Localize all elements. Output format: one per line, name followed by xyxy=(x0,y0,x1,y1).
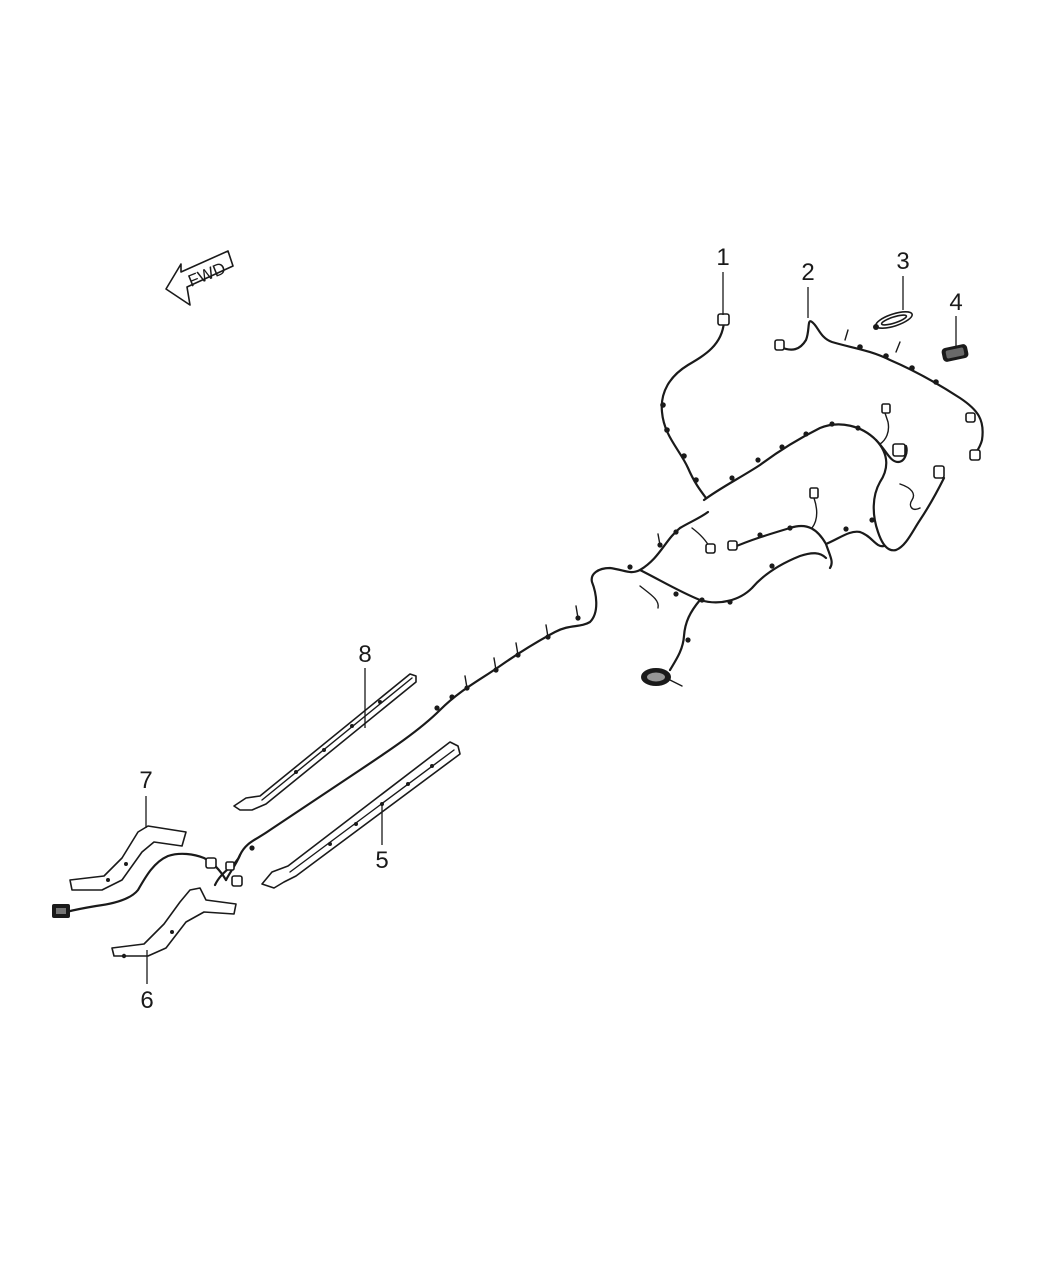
callout-number-7: 7 xyxy=(139,767,152,794)
callout-number-8: 8 xyxy=(358,641,371,668)
front-harness-segment xyxy=(52,845,255,918)
bracket-part-7 xyxy=(69,825,187,891)
forward-arrow: FWD xyxy=(165,250,234,306)
conduit-part-8 xyxy=(233,673,417,811)
forward-arrow-icon xyxy=(165,250,234,306)
callout-number-1: 1 xyxy=(716,244,729,271)
bracket-part-6 xyxy=(111,887,237,959)
fwd-label: FWD xyxy=(185,259,228,291)
grommet-part-3 xyxy=(873,311,913,330)
callout-number-5: 5 xyxy=(375,847,388,874)
connector-part-4 xyxy=(941,344,969,362)
callout-number-3: 3 xyxy=(896,248,909,275)
conduit-part-5 xyxy=(261,741,461,889)
callout-number-6: 6 xyxy=(140,987,153,1014)
harness-part-2 xyxy=(774,320,984,461)
callout-number-2: 2 xyxy=(801,259,814,286)
main-body-harness xyxy=(213,403,946,887)
callout-number-4: 4 xyxy=(949,289,962,316)
harness-part-1 xyxy=(660,313,730,500)
